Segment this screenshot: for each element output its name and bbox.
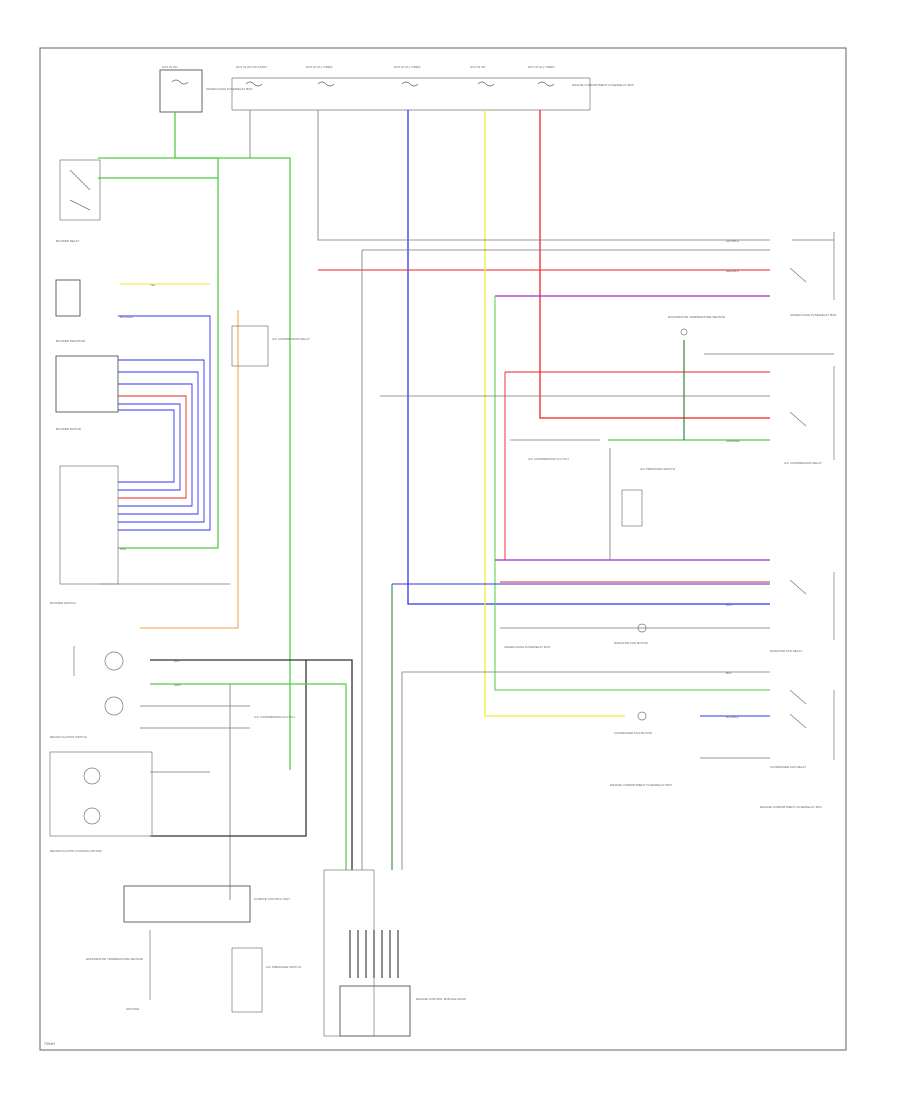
ground-label: GROUND (126, 1007, 140, 1011)
wire-label-yel: YEL (150, 283, 156, 287)
diagram-frame (39, 47, 847, 1051)
compressor-relay-label-right: A/C COMPRESSOR RELAY (784, 461, 822, 465)
fuse-label-4: HOT AT ALL TIMES (394, 65, 420, 69)
blower-relay-label: BLOWER RELAY (56, 239, 79, 243)
blower-motor-label: BLOWER MOTOR (56, 427, 82, 431)
wire-label-blk-left: BLK (174, 659, 180, 663)
thermostat-label-right: EVAPORATOR TEMPERATURE SENSOR (668, 315, 726, 319)
ac-clutch-label-right: A/C COMPRESSOR CLUTCH (528, 457, 569, 461)
compressor-relay-label: A/C COMPRESSOR RELAY (272, 337, 310, 341)
wire-label-wht: WHT (120, 547, 127, 551)
thermostat-label: EVAPORATOR TEMPERATURE SENSOR (86, 957, 144, 961)
climate-section: RECIRCULATION SWITCH RECIRCULATION CONTR… (49, 646, 301, 1013)
ecm-connector: ENGINE CONTROL MODULE (ECM) (323, 869, 466, 1037)
fuse-symbol-2 (245, 81, 263, 87)
engine-box-label-bottom: ENGINE COMPARTMENT FUSE/RELAY BOX (610, 783, 672, 787)
ac-pressure-switch-label: A/C PRESSURE SWITCH (266, 965, 301, 969)
radiator-fan-motor-label: RADIATOR FAN MOTOR (614, 641, 649, 645)
pressure-switch-label-right: A/C PRESSURE SWITCH (640, 467, 675, 471)
black-wires (150, 659, 353, 870)
recirc-lamp-2 (83, 807, 101, 825)
fuse-label-2: HOT IN ON OR START (236, 65, 267, 69)
dash-box-label-top: UNDER-DASH FUSE/RELAY BOX (206, 87, 252, 91)
fuse-box-1 (159, 69, 203, 113)
fuse-row: HOT IN ON HOT IN ON OR START HOT AT ALL … (159, 65, 634, 113)
indicator-lamp-2 (104, 696, 124, 716)
right-relays: UNDER-DASH FUSE/RELAY BOX A/C COMPRESSOR… (504, 232, 836, 809)
wire-red-main (539, 110, 770, 419)
wire-label-grn-left: GRN (174, 683, 181, 687)
radiator-fan-relay-label: RADIATOR FAN RELAY (770, 649, 802, 653)
fuse-symbol-4 (401, 81, 419, 87)
wire-blue-main (407, 110, 770, 605)
wire-label-blu-wht: BLU/WHT (726, 715, 740, 719)
engine-box-label-top: ENGINE COMPARTMENT FUSE/RELAY BOX (572, 83, 634, 87)
wire-label-blu-red: BLU/RED (120, 315, 134, 319)
main-wires (98, 110, 770, 770)
condenser-fan-relay-label: CONDENSER FAN RELAY (770, 765, 806, 769)
fuse-label-5: HOT IN ON (470, 65, 485, 69)
indicator-lamp-1 (104, 651, 124, 671)
fuse-symbol-3 (317, 81, 335, 87)
recirc-motor-label: RECIRCULATION CONTROL MOTOR (50, 849, 102, 853)
blower-resistor-label: BLOWER RESISTOR (56, 339, 86, 343)
blower-resistor-box (55, 355, 119, 413)
wire-green-right (98, 157, 291, 770)
recirc-lamp-1 (83, 767, 101, 785)
fuse-label-1: HOT IN ON (162, 65, 177, 69)
blower-switch-box (59, 465, 119, 585)
fuse-label-3: HOT AT ALL TIMES (306, 65, 332, 69)
blower-switch-label: BLOWER SWITCH (50, 601, 76, 605)
engine-box-label-right: ENGINE COMPARTMENT FUSE/RELAY BOX (760, 805, 822, 809)
diagram-code: 7/0/4H (44, 1042, 55, 1046)
ecm-label: ENGINE CONTROL MODULE (ECM) (416, 997, 466, 1001)
condenser-fan-motor-label: CONDENSER FAN MOTOR (614, 731, 653, 735)
fuse-symbol-5 (477, 81, 495, 87)
wire-yellow-main (484, 110, 625, 717)
blower-relay-box (55, 279, 81, 317)
climate-control-unit-box (123, 885, 251, 923)
wire-label-grn-red: GRN/RED (726, 439, 741, 443)
blower-switch-group: BLOWER RELAY BLOWER RESISTOR BLOWER MOTO… (50, 159, 310, 605)
wire-label-blk: BLK (726, 671, 732, 675)
wire-label-red-blk: RED/BLK (726, 269, 739, 273)
climate-control-unit-label: CLIMATE CONTROL UNIT (254, 897, 290, 901)
fuse-label-6: HOT AT ALL TIMES (528, 65, 554, 69)
wire-label-blu: BLU (726, 603, 732, 607)
wire-labels: GRY/BLK RED/BLK GRN/RED BLU BLK BLU/WHT … (120, 239, 741, 719)
recirc-switch-label: RECIRCULATION SWITCH (50, 735, 87, 739)
dash-box-label-radiator: UNDER-DASH FUSE/RELAY BOX (504, 645, 550, 649)
fuse-symbol-6 (537, 81, 555, 87)
fuse-symbol-1 (171, 79, 189, 85)
wire-green-mid (494, 296, 770, 691)
ac-clutch-label: A/C COMPRESSOR CLUTCH (254, 715, 295, 719)
wire-label-gry-blk: GRY/BLK (726, 239, 739, 243)
gray-wires (98, 110, 770, 900)
dash-box-label-right: UNDER-DASH FUSE/RELAY BOX (790, 313, 836, 317)
wire-orange (140, 310, 239, 629)
